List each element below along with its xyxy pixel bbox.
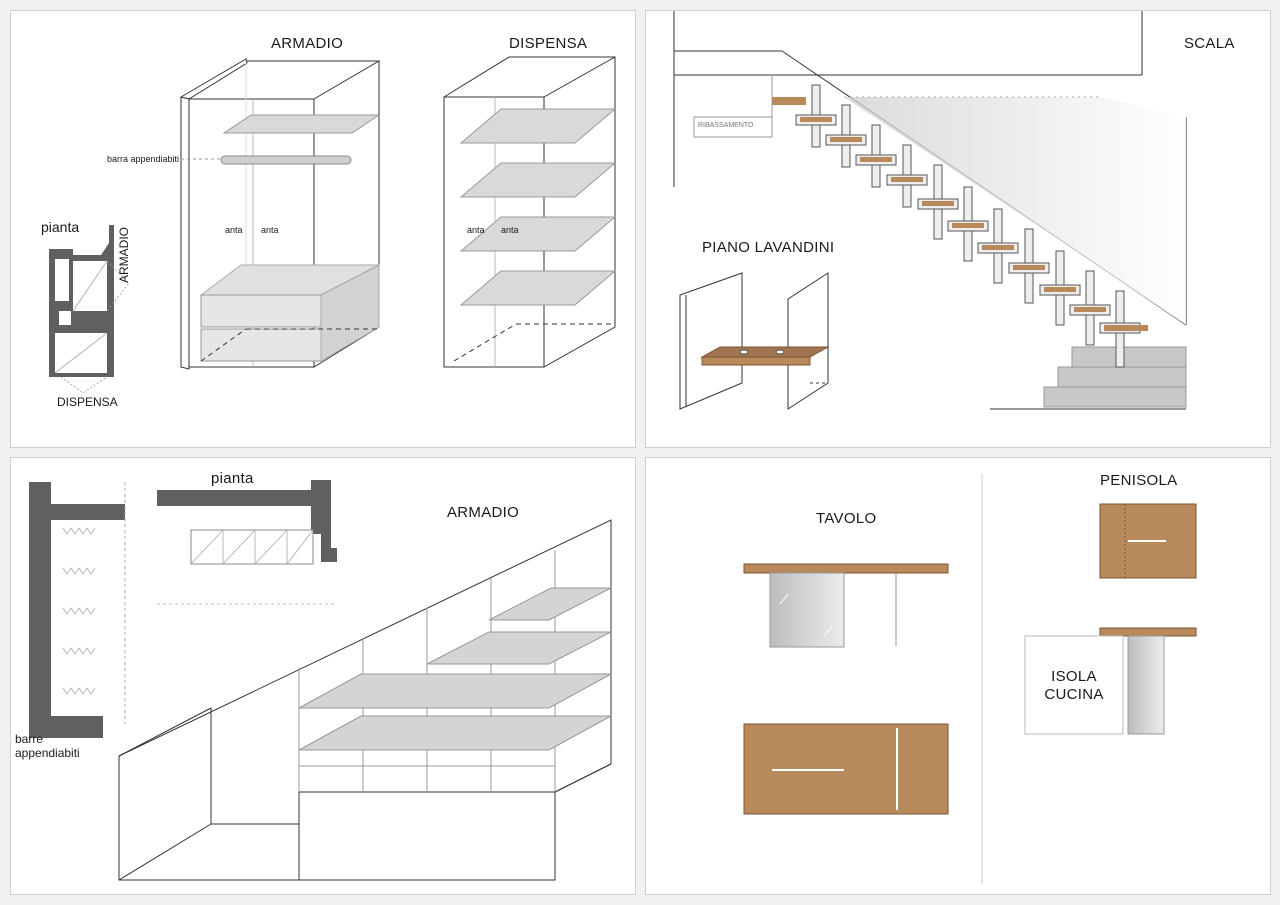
scala-drawing bbox=[673, 11, 1187, 410]
armadio-drawing bbox=[179, 58, 381, 370]
panel-armadio-dispensa: ARMADIO DISPENSA barra appendiabiti anta… bbox=[10, 10, 636, 448]
tavolo-plan bbox=[743, 723, 949, 815]
penisola-plan bbox=[1099, 503, 1197, 579]
top-plan bbox=[157, 480, 337, 605]
section-wall bbox=[29, 482, 126, 738]
panel-armadio-sottoscala: ARMADIO pianta barre appendiabiti bbox=[10, 457, 636, 895]
penisola-title: PENISOLA bbox=[1100, 472, 1178, 489]
armadio-sottoscala-drawing bbox=[29, 480, 612, 881]
armadio-sottoscala-title: ARMADIO bbox=[447, 504, 520, 521]
penisola-front bbox=[1024, 627, 1197, 735]
barra-appendiabiti-label: barra appendiabiti bbox=[107, 154, 180, 164]
stair-steps bbox=[795, 84, 1148, 368]
sottoscala-wardrobe bbox=[118, 519, 612, 881]
panel-tavolo-penisola: TAVOLO PENISOLA ISOLA CUCINA bbox=[645, 457, 1271, 895]
anta-label: anta bbox=[501, 225, 519, 235]
scala-title: SCALA bbox=[1184, 35, 1235, 52]
piano-lavandini-drawing bbox=[679, 272, 830, 410]
armadio-title: ARMADIO bbox=[271, 35, 344, 52]
tavolo-front bbox=[743, 563, 949, 648]
plan-title: pianta bbox=[41, 219, 80, 235]
plan-label-armadio: ARMADIO bbox=[117, 226, 131, 283]
plan-label-dispensa: DISPENSA bbox=[57, 395, 118, 409]
dispensa-drawing bbox=[443, 56, 617, 368]
armadio-dispensa-drawing bbox=[49, 56, 617, 394]
anta-label: anta bbox=[261, 225, 279, 235]
anta-label: anta bbox=[467, 225, 485, 235]
ribassamento-label: RIBASSAMENTO bbox=[698, 122, 754, 129]
panel-scala: SCALA RIBASSAMENTO PIANO LAVANDINI bbox=[645, 10, 1271, 448]
anta-label: anta bbox=[225, 225, 243, 235]
barre-appendiabiti-label: barre appendiabiti bbox=[15, 732, 80, 760]
isola-cucina-label: ISOLA CUCINA bbox=[1044, 668, 1104, 703]
tavolo-penisola-drawing bbox=[743, 474, 1197, 884]
plan-drawing bbox=[49, 225, 130, 394]
dispensa-title: DISPENSA bbox=[509, 35, 588, 52]
piano-lavandini-title: PIANO LAVANDINI bbox=[702, 239, 835, 256]
top-plan-title: pianta bbox=[211, 470, 254, 487]
tavolo-title: TAVOLO bbox=[816, 510, 877, 527]
